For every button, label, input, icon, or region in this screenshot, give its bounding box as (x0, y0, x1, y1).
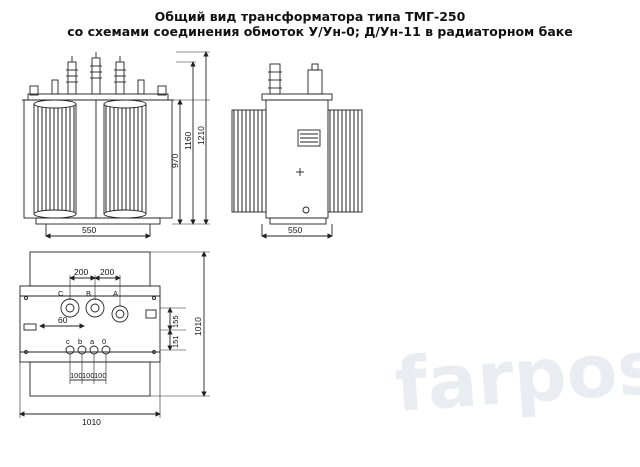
top-depth-dim: 1010 (193, 317, 203, 336)
lv-label-c: c (66, 337, 70, 346)
top-spacing-dim-2: 200 (100, 267, 114, 277)
hv-label-b: B (86, 289, 91, 298)
hv-label-c: C (58, 289, 64, 298)
front-height-dim-1210: 1210 (196, 126, 206, 145)
front-view (22, 51, 210, 239)
front-height-dim-1160: 1160 (183, 131, 193, 150)
top-vert-dim-151: 151 (171, 335, 180, 348)
top-inner-dim: 60 (58, 315, 68, 325)
lv-spacing-dim-3: 100 (94, 371, 107, 380)
top-view (19, 251, 210, 418)
title-line-2: со схемами соединения обмоток У/Ун-0; Д/… (67, 24, 573, 39)
side-width-dim: 550 (288, 225, 302, 235)
top-width-dim: 1010 (82, 417, 101, 427)
front-height-dim-970: 970 (170, 154, 180, 168)
top-vert-dim-155: 155 (171, 315, 180, 328)
side-view (231, 63, 363, 239)
lv-label-0: 0 (102, 337, 106, 346)
watermark-text: farpost.ru (392, 314, 640, 429)
lv-label-b: b (78, 337, 82, 346)
title-line-1: Общий вид трансформатора типа ТМГ-250 (154, 9, 466, 24)
lv-spacing-dim-1: 100 (70, 371, 83, 380)
hv-bushings (66, 52, 126, 95)
lv-spacing-dim-2: 100 (82, 371, 95, 380)
top-spacing-dim-1: 200 (74, 267, 88, 277)
front-width-dim: 550 (82, 225, 96, 235)
lv-label-a: a (90, 337, 95, 346)
hv-label-a: A (113, 289, 118, 298)
